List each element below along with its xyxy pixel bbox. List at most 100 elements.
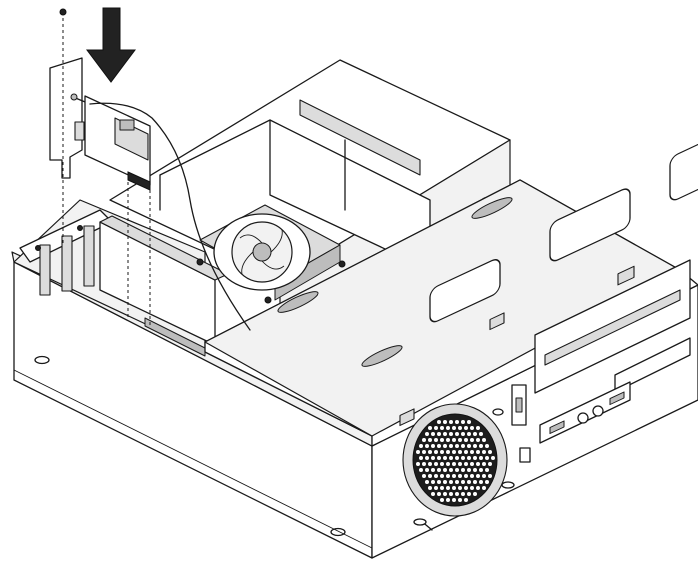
- grille-hole: [467, 444, 471, 448]
- grille-hole: [467, 432, 471, 436]
- grille-hole: [455, 468, 459, 472]
- grille-hole: [485, 468, 489, 472]
- grille-hole: [461, 468, 465, 472]
- grille-hole: [434, 438, 438, 442]
- slot-handle: [471, 197, 513, 219]
- grille-hole: [467, 492, 471, 496]
- fan-screw: [501, 481, 515, 489]
- grille-hole: [482, 438, 486, 442]
- clip: [399, 408, 415, 427]
- grille-hole: [464, 426, 468, 430]
- grille-hole: [452, 450, 456, 454]
- grille-hole: [464, 450, 468, 454]
- grille-hole: [476, 486, 480, 490]
- grille-hole: [452, 486, 456, 490]
- grille-hole: [428, 474, 432, 478]
- grille-hole: [434, 486, 438, 490]
- bracket-tab: [74, 121, 85, 141]
- card-bay: [13, 199, 229, 357]
- grille-hole: [446, 450, 450, 454]
- fan-hub: [252, 242, 272, 262]
- grille-hole: [479, 444, 483, 448]
- grille-hole: [479, 480, 483, 484]
- grille-hole: [467, 456, 471, 460]
- grille-hole: [461, 432, 465, 436]
- grille-hole: [422, 450, 426, 454]
- grille-hole: [422, 438, 426, 442]
- grille-hole: [476, 450, 480, 454]
- grille-hole: [434, 426, 438, 430]
- slot-cover: [83, 225, 95, 287]
- grille-hole: [437, 420, 441, 424]
- grille-hole: [488, 474, 492, 478]
- grille-hole: [431, 492, 435, 496]
- grille-hole: [446, 462, 450, 466]
- grille-hole: [458, 426, 462, 430]
- bracket-screw: [59, 8, 67, 16]
- grille-hole: [431, 432, 435, 436]
- grille-hole: [416, 462, 420, 466]
- grille-hole: [449, 420, 453, 424]
- grille-hole: [455, 432, 459, 436]
- grille-hole: [482, 474, 486, 478]
- panel-cutout: [669, 127, 698, 201]
- card-chip: [119, 119, 135, 131]
- grille-hole: [440, 486, 444, 490]
- grille-hole: [431, 444, 435, 448]
- grille-hole: [485, 480, 489, 484]
- grille-hole: [473, 456, 477, 460]
- grille-hole: [446, 486, 450, 490]
- grille-hole: [482, 450, 486, 454]
- grille-hole: [473, 432, 477, 436]
- grille-hole: [431, 468, 435, 472]
- optical-eject-area: [614, 337, 691, 393]
- grille-hole: [464, 498, 468, 502]
- grille-hole: [458, 462, 462, 466]
- grille-hole: [443, 432, 447, 436]
- grille-hole: [443, 456, 447, 460]
- antenna-cable: [89, 102, 251, 331]
- grille-hole: [467, 420, 471, 424]
- arrow-down-icon: [86, 7, 136, 83]
- grille-hole: [419, 468, 423, 472]
- grille-hole: [479, 432, 483, 436]
- grille-hole: [422, 474, 426, 478]
- grille-hole: [437, 444, 441, 448]
- grille-hole: [476, 426, 480, 430]
- grille-hole: [455, 420, 459, 424]
- grille-hole: [464, 474, 468, 478]
- grille-hole: [476, 462, 480, 466]
- grille-hole: [431, 456, 435, 460]
- grille-hole: [446, 426, 450, 430]
- grille-hole: [470, 486, 474, 490]
- grille-hole: [449, 468, 453, 472]
- grille-hole: [428, 426, 432, 430]
- grille-hole: [443, 420, 447, 424]
- power-button: [519, 447, 531, 463]
- grille-hole: [437, 432, 441, 436]
- inner-ledge: [299, 99, 421, 176]
- slot-handle: [277, 291, 319, 313]
- grille-hole: [485, 444, 489, 448]
- new-pci-card: [49, 8, 251, 331]
- grille-hole: [458, 450, 462, 454]
- grille-hole: [428, 450, 432, 454]
- grille-hole: [461, 420, 465, 424]
- grille-hole: [428, 486, 432, 490]
- grille-hole: [425, 480, 429, 484]
- grille-hole: [434, 474, 438, 478]
- audio-jack: [592, 405, 604, 417]
- grille-hole: [461, 492, 465, 496]
- grille-hole: [446, 474, 450, 478]
- grille-hole: [455, 444, 459, 448]
- grille-hole: [425, 432, 429, 436]
- fan-screw: [413, 518, 427, 526]
- slot-cover: [61, 235, 73, 292]
- grille-hole: [455, 480, 459, 484]
- grille-hole: [473, 468, 477, 472]
- grille-hole: [437, 468, 441, 472]
- grille-hole: [461, 444, 465, 448]
- grille-hole: [437, 492, 441, 496]
